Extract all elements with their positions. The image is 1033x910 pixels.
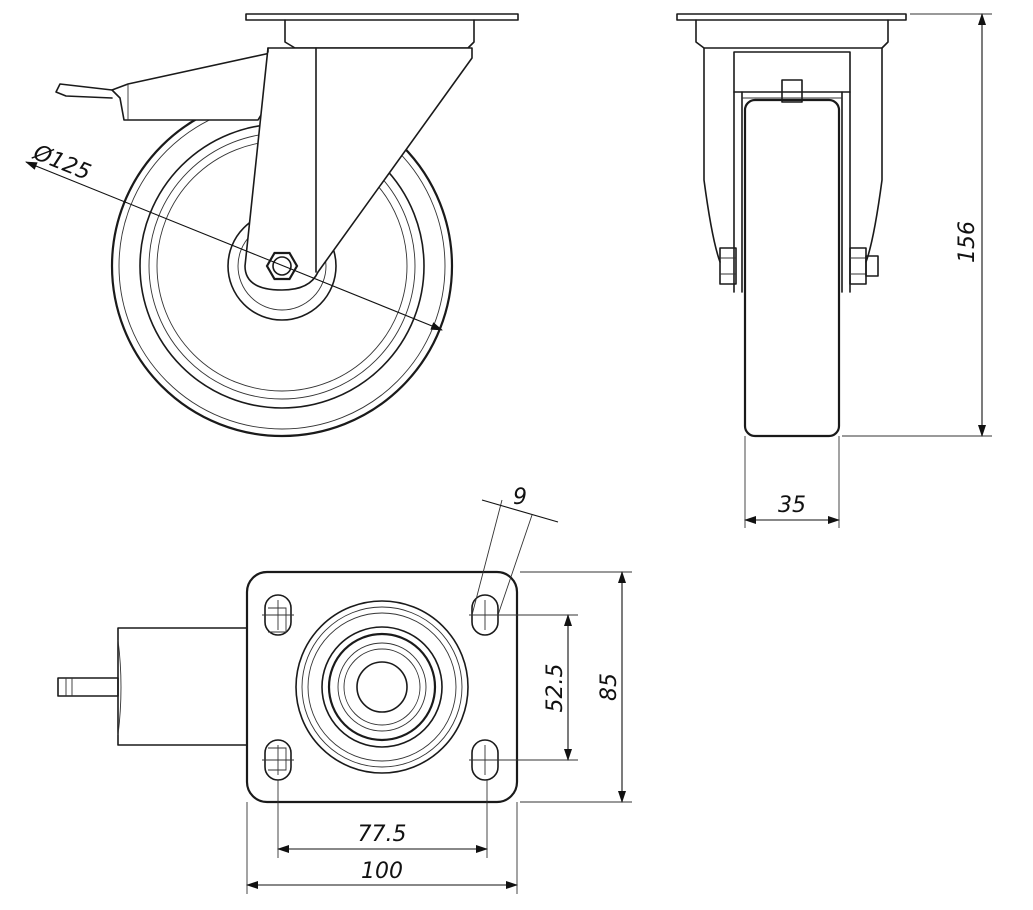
plate-width-label: 100: [361, 859, 403, 884]
top-view: 9 52.5 85 77.5 100: [57, 485, 632, 894]
fork-leg-left: [703, 47, 721, 263]
wheel-tread: [743, 98, 841, 438]
axle-nut-right: [849, 247, 867, 285]
front-view: Ø125: [25, 13, 519, 438]
top-plate-side: [676, 13, 907, 21]
brake-pin: [781, 79, 803, 103]
hole-spacing-horizontal-label: 77.5: [358, 822, 407, 847]
side-view: 156 35: [676, 13, 992, 528]
wheel-width-label: 35: [778, 493, 806, 518]
plate-height-label: 85: [597, 673, 622, 701]
brake-lever: [111, 51, 276, 121]
slot-width-label: 9: [513, 485, 527, 510]
brake-pedal: [55, 83, 113, 99]
wheel-diameter-label: Ø125: [29, 140, 94, 186]
swivel-bearing-top: [295, 600, 469, 774]
fork-plates: [733, 91, 851, 293]
fork-leg-right: [865, 47, 883, 263]
swivel-bearing: [284, 19, 475, 49]
overall-height-label: 156: [955, 221, 980, 263]
slot-width-dimension-line: [481, 499, 559, 523]
top-plate: [245, 13, 519, 21]
brake-body-top: [117, 627, 248, 746]
brake-pedal-top: [57, 677, 119, 697]
brake-housing: [733, 51, 851, 93]
swivel-bearing-side: [695, 19, 889, 49]
hole-spacing-vertical-label: 52.5: [543, 664, 568, 713]
wheel-diameter-dimension-line: [25, 161, 443, 331]
axle-end: [865, 255, 879, 277]
axle-nut-left: [719, 247, 737, 285]
mounting-plate: [245, 570, 519, 804]
